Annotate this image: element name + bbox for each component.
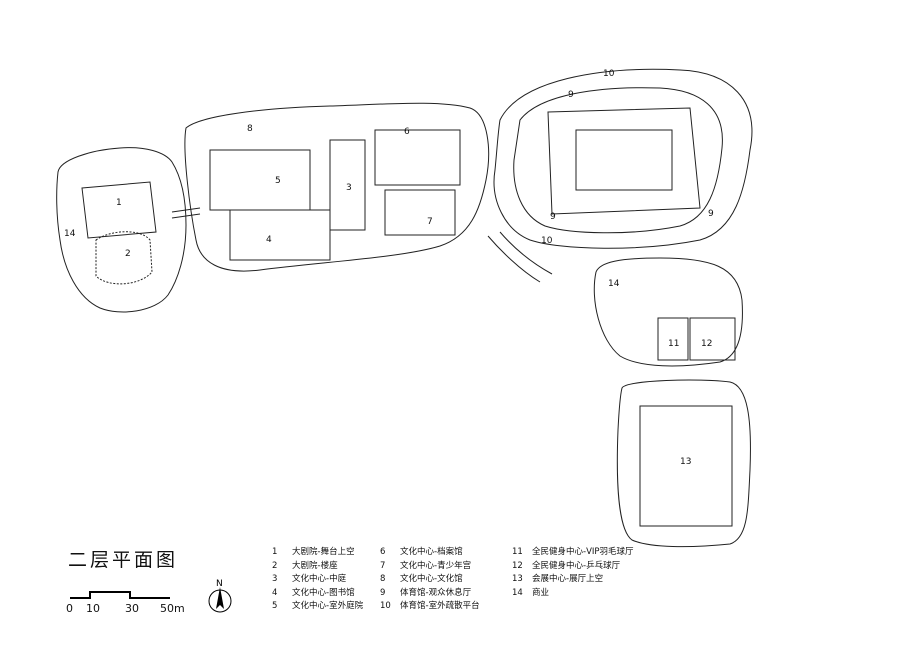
plan-label: 8: [247, 124, 253, 134]
plan-label: 9: [550, 212, 556, 222]
atrium-void: [329, 139, 366, 231]
svg-text:N: N: [216, 579, 223, 589]
plan-label: 7: [427, 217, 433, 227]
courtyard-block: [209, 149, 311, 211]
table-tennis-hall: [689, 317, 736, 361]
scale-label-30: 30: [125, 602, 139, 615]
plan-label: 5: [275, 176, 281, 186]
exhibition-hall: [639, 405, 733, 527]
youth-palace-block: [384, 189, 456, 236]
scale-label-50m: 50m: [160, 602, 185, 615]
badminton-hall: [657, 317, 689, 361]
bridge-theatre-culture: [171, 207, 201, 219]
stadium-concourse: [513, 87, 723, 234]
plan-label: 11: [668, 339, 679, 349]
plan-label: 14: [64, 229, 76, 239]
theatre-stage: [81, 181, 157, 239]
archive-block: [374, 129, 461, 186]
plan-label: 1: [116, 198, 122, 208]
plan-label: 4: [266, 235, 272, 245]
exhibition-outline: [616, 379, 751, 548]
library-block: [229, 209, 331, 261]
plan-label: 12: [701, 339, 712, 349]
culture-centre-outline: [184, 102, 490, 272]
theatre-hall: [95, 231, 153, 285]
ramp-stadium: [487, 231, 553, 283]
plan-label: 9: [708, 209, 714, 219]
fitness-centre-outline: [593, 257, 743, 367]
plan-label: 10: [541, 236, 553, 246]
plan-label: 14: [608, 279, 620, 289]
plan-label: 13: [680, 457, 691, 467]
drawing-title: 二层平面图: [68, 549, 179, 571]
north-arrow-icon: N: [206, 577, 234, 621]
stadium-seating: [547, 107, 701, 215]
scale-label-10: 10: [86, 602, 100, 615]
theatre-outline: [56, 147, 187, 313]
scale-bar: [70, 591, 170, 599]
scale-label-0: 0: [66, 602, 73, 615]
plan-label: 3: [346, 183, 352, 193]
plan-label: 10: [603, 69, 615, 79]
plan-label: 9: [568, 90, 574, 100]
plan-label: 2: [125, 249, 131, 259]
stadium-outer: [493, 68, 753, 249]
plan-label: 6: [404, 127, 410, 137]
stadium-field: [575, 129, 673, 191]
